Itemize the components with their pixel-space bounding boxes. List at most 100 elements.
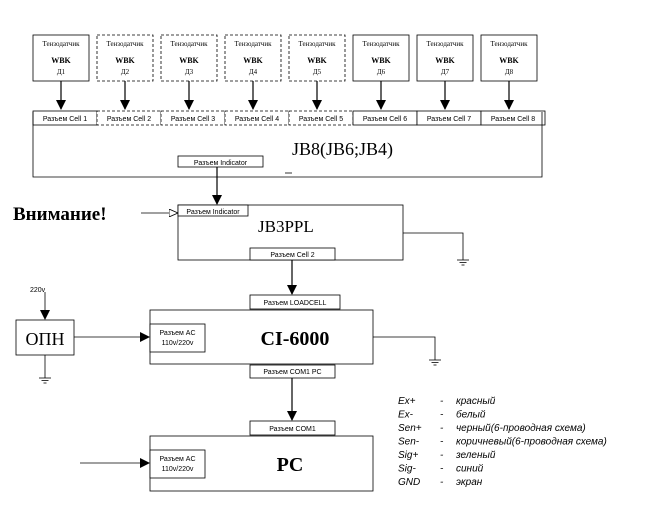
sensor-type: Тензодатчик	[362, 40, 400, 48]
jb8-indicator-label: Разъем Indicator	[194, 160, 248, 167]
sensor-model: WBK	[243, 56, 263, 65]
legend-code: Ex+	[398, 396, 416, 407]
sensor-type: Тензодатчик	[298, 40, 336, 48]
sensor-type: Тензодатчик	[106, 40, 144, 48]
sensor-id: Д8	[505, 68, 514, 76]
jb3-cell2-label: Разъем Cell 2	[270, 252, 314, 259]
sensor-box	[480, 34, 538, 82]
sensor-model: WBK	[371, 56, 391, 65]
sensor-box	[416, 34, 474, 82]
pc-com-label: Разъем COM1	[269, 426, 316, 433]
legend-row: Sig- - синий	[398, 464, 484, 475]
ci-ac-voltage: 110v/220v	[162, 340, 194, 347]
warning-label: Внимание!	[13, 204, 107, 225]
legend-description: красный	[456, 396, 496, 407]
sensor-id: Д5	[313, 68, 322, 76]
legend-dash: -	[440, 396, 444, 407]
connector-label: Разъем Cell 8	[491, 116, 535, 123]
sensor-box	[224, 34, 282, 82]
sensors-row: ТензодатчикWBKД1ТензодатчикWBKД2Тензодат…	[32, 34, 538, 110]
legend-row: Sig+-зеленый	[398, 450, 496, 461]
legend-description: черный(6-проводная схема)	[456, 423, 586, 434]
pc-com-connector	[249, 420, 336, 436]
opn-label: ОПН	[26, 329, 65, 349]
ci-title: CI-6000	[261, 328, 330, 350]
legend-dash: -	[440, 464, 444, 475]
connector-cell-8: Разъем Cell 8	[480, 110, 546, 126]
legend-description: синий	[456, 464, 484, 475]
connector-label: Разъем Cell 3	[171, 116, 215, 123]
sensor-box	[96, 34, 154, 82]
sensor-model: WBK	[307, 56, 327, 65]
jb8-title: JB8(JB6;JB4)	[292, 139, 393, 160]
connector-cell-5: Разъем Cell 5	[288, 110, 354, 126]
legend-dash: -	[440, 450, 444, 461]
ground-symbol-ci	[429, 359, 441, 366]
pc-title: PC	[277, 454, 304, 476]
legend-dash: -	[440, 423, 444, 434]
sensor-model: WBK	[435, 56, 455, 65]
sensor-type: Тензодатчик	[170, 40, 208, 48]
legend-dash: -	[440, 410, 444, 421]
pc-box: Разъем COM1 Разъем AC 110v/220v PC	[80, 420, 374, 492]
legend-dash: -	[440, 437, 444, 448]
legend-description: коричневый(6-проводная схема)	[456, 437, 607, 448]
opn-voltage: 220v	[30, 287, 46, 294]
legend-row: Sen+ - черный(6-проводная схема)	[398, 423, 586, 434]
ci-loadcell-connector	[249, 294, 341, 310]
sensor-type: Тензодатчик	[490, 40, 528, 48]
legend-row: Sen- - коричневый(6-проводная схема)	[398, 437, 607, 448]
legend-code: Sig-	[398, 464, 416, 475]
connector-cell-6: Разъем Cell 6	[352, 110, 418, 126]
sensor-box	[352, 34, 410, 82]
sensor-id: Д1	[57, 68, 66, 76]
sensor-model: WBK	[115, 56, 135, 65]
ci-ac-label: Разъем AC	[159, 330, 195, 337]
pc-ac-connector	[149, 449, 206, 479]
jb8-box: Разъем Indicator JB8(JB6;JB4)	[32, 112, 543, 178]
sensor-id: Д3	[185, 68, 194, 76]
sensor-type: Тензодатчик	[42, 40, 80, 48]
sensor-type: Тензодатчик	[426, 40, 464, 48]
jb3-indicator-label: Разъем Indicator	[186, 209, 240, 216]
legend-code: Sen+	[398, 423, 422, 434]
sensor-id: Д4	[249, 68, 258, 76]
connector-cell-3: Разъем Cell 3	[160, 110, 226, 126]
connector-cell-4: Разъем Cell 4	[224, 110, 290, 126]
connector-label: Разъем Cell 6	[363, 116, 407, 123]
ci-ac-connector	[149, 323, 206, 353]
jb8-indicator-connector	[177, 155, 264, 168]
legend-description: зеленый	[455, 450, 496, 461]
ground-symbol-opn	[39, 377, 51, 384]
legend-code: Ex-	[398, 410, 414, 421]
sensor-id: Д2	[121, 68, 130, 76]
sensor-box	[32, 34, 90, 82]
ci-loadcell-label: Разъем LOADCELL	[264, 300, 327, 307]
connector-label: Разъем Cell 2	[107, 116, 151, 123]
sensor-id: Д7	[441, 68, 450, 76]
connector-label: Разъем Cell 5	[299, 116, 343, 123]
sensor-id: Д6	[377, 68, 386, 76]
ground-symbol-jb3	[457, 259, 469, 266]
ci-com-label: Разъем COM1 PC	[263, 369, 321, 376]
connector-label: Разъем Cell 7	[427, 116, 471, 123]
sensor-model: WBK	[179, 56, 199, 65]
legend-code: Sen-	[398, 437, 420, 448]
legend-row: Ex+ - красный	[398, 396, 496, 407]
sensor-model: WBK	[51, 56, 71, 65]
legend-description: белый	[456, 409, 486, 421]
connector-cell-2: Разъем Cell 2	[96, 110, 162, 126]
sensor-box	[160, 34, 218, 82]
connector-cell-7: Разъем Cell 7	[416, 110, 482, 126]
connector-label: Разъем Cell 1	[43, 116, 87, 123]
jb3-title: JB3PPL	[258, 217, 314, 236]
